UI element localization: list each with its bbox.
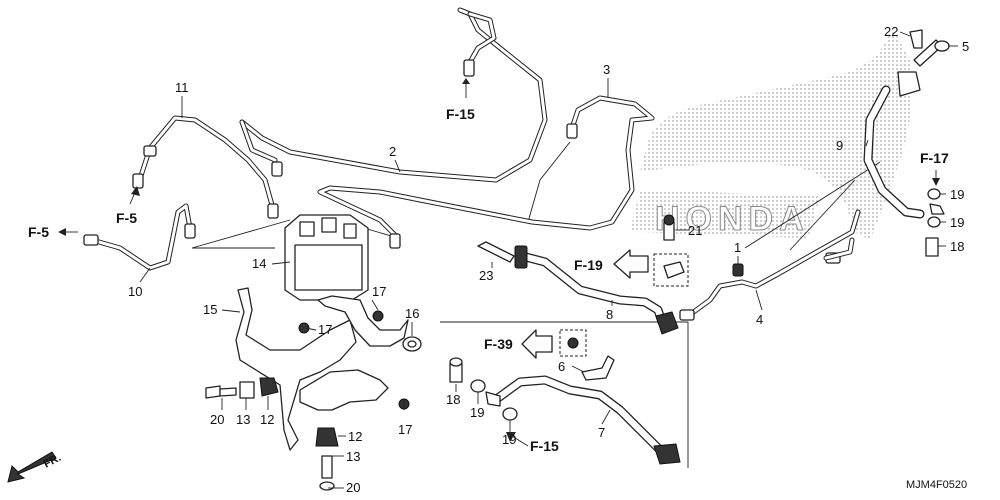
ref-f39: F-39 (484, 336, 513, 352)
callout-17-c: 17 (398, 422, 412, 437)
bolt-21 (663, 214, 675, 241)
callout-16: 16 (405, 306, 419, 321)
front-direction-arrow: FR. (7, 451, 63, 483)
f39-reference-part (559, 329, 587, 357)
callout-3: 3 (603, 62, 610, 77)
callout-21: 21 (688, 223, 702, 238)
brake-pipe-3 (317, 95, 655, 249)
brake-pipe-10 (83, 203, 196, 271)
callout-13-left: 13 (236, 412, 250, 427)
callout-23: 23 (479, 268, 493, 283)
callout-13-bottom: 13 (346, 449, 360, 464)
abs-modulator (284, 214, 369, 301)
ref-f5-left: F-5 (28, 224, 49, 240)
bolt-23 (477, 241, 515, 263)
callout-17-b: 17 (318, 322, 332, 337)
dashed-leaders (191, 141, 881, 251)
callout-14: 14 (252, 256, 266, 271)
callout-10: 10 (128, 284, 142, 299)
callout-22: 22 (884, 24, 898, 39)
ref-f17: F-17 (920, 150, 949, 166)
honda-wing-logo: HONDA (630, 28, 912, 240)
reference-arrows (58, 78, 940, 447)
bolt-collar-grommet-bottom (315, 427, 339, 491)
abs-bracket (235, 287, 409, 451)
brake-pipe-2 (239, 7, 548, 183)
callout-9: 9 (836, 138, 843, 153)
part-5 (934, 40, 950, 52)
drawing-code: MJM4F0520 (906, 479, 967, 491)
callout-2: 2 (389, 144, 396, 159)
callout-4: 4 (756, 312, 763, 327)
callout-19-right-a: 19 (950, 187, 964, 202)
brake-pipe-4 (679, 209, 861, 321)
brake-hose-7 (493, 375, 681, 465)
washers-19-right (927, 188, 945, 228)
callout-20-left: 20 (210, 412, 224, 427)
brake-pipe-11 (132, 115, 279, 219)
callout-19-bottom-a: 19 (470, 405, 484, 420)
section-frame (440, 321, 689, 468)
bolt-collar-grommet-left (205, 377, 279, 399)
callout-20-bottom: 20 (346, 480, 360, 495)
callout-17-a: 17 (372, 284, 386, 299)
callout-5: 5 (962, 39, 969, 54)
bolts-17 (298, 310, 410, 410)
washers-19-bottom (470, 379, 518, 421)
f19-reference-part (653, 253, 689, 287)
logo-wordmark: HONDA (655, 200, 810, 238)
ref-f15-bottom: F-15 (530, 438, 559, 454)
brake-hose-9 (863, 39, 943, 219)
callout-6: 6 (558, 359, 565, 374)
callout-12-bottom: 12 (348, 429, 362, 444)
washer-16 (402, 336, 422, 352)
callout-8: 8 (606, 307, 613, 322)
ref-f5-mid: F-5 (116, 210, 137, 226)
front-label: FR. (42, 452, 63, 471)
bolt-18-right (925, 237, 939, 257)
bolt-18-bottom (449, 357, 463, 383)
callout-numbers: 2 3 11 10 14 15 17 17 17 16 12 13 20 20 … (128, 24, 969, 495)
clamp-6 (581, 355, 615, 381)
callout-19-bottom-b: 19 (502, 432, 516, 447)
callout-18-bottom: 18 (446, 392, 460, 407)
bolt-22 (909, 29, 923, 49)
callout-7: 7 (598, 425, 605, 440)
reference-labels: F-15 F-5 F-5 F-17 F-19 F-39 F-15 (28, 106, 949, 454)
callout-1: 1 (734, 240, 741, 255)
ref-f15-top: F-15 (446, 106, 475, 122)
callout-19-right-b: 19 (950, 215, 964, 230)
callout-18-right: 18 (950, 239, 964, 254)
ref-f19: F-19 (574, 257, 603, 273)
callout-12-left: 12 (260, 412, 274, 427)
callout-15: 15 (203, 302, 217, 317)
callout-leaders (139, 31, 958, 489)
callout-11: 11 (175, 80, 189, 95)
clip-1 (732, 263, 744, 277)
brake-hose-8 (514, 245, 679, 335)
